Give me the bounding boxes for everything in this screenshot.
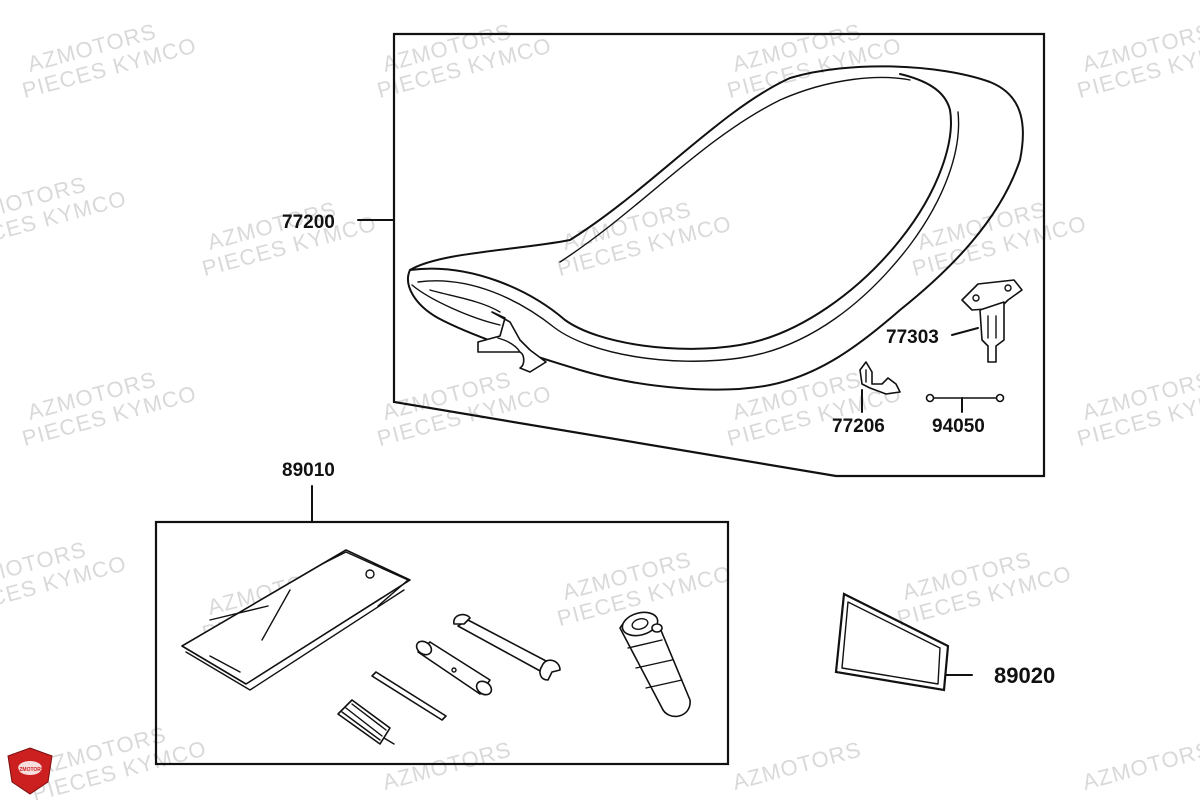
watermark: AZMOTORS bbox=[1080, 736, 1200, 794]
bolt-head bbox=[925, 393, 935, 403]
box-wrench-hole bbox=[451, 667, 457, 673]
seat-pad-edge bbox=[417, 111, 960, 362]
seat-hook-tab bbox=[477, 311, 547, 373]
watermark: AZMOTORS PIECES KYMCO bbox=[1074, 366, 1200, 451]
watermark: AZMOTORS PIECES KYMCO bbox=[909, 196, 1089, 281]
svg-text:AZMOTORS: AZMOTORS bbox=[730, 736, 864, 794]
watermark: AZMOTORS PIECES KYMCO bbox=[554, 196, 734, 281]
bracket-hole bbox=[1004, 284, 1012, 292]
manual-card bbox=[834, 592, 950, 692]
watermark: AZMOTORS PIECES KYMCO bbox=[1074, 18, 1200, 103]
seat-rim bbox=[411, 284, 501, 326]
screwdriver-grip bbox=[341, 703, 387, 741]
spark-plug-tool-drawing[interactable] bbox=[619, 609, 691, 718]
bracket-leader-line bbox=[951, 327, 979, 336]
pouch-flap bbox=[321, 551, 409, 607]
manual-card-inner bbox=[841, 601, 941, 685]
seat-outline bbox=[407, 65, 1024, 391]
seat-bracket-drawing[interactable] bbox=[961, 279, 1023, 363]
svg-text:AZMOTORS: AZMOTORS bbox=[1080, 736, 1200, 794]
pouch-snap bbox=[365, 569, 375, 579]
watermark: AZMOTORS PIECES KYMCO bbox=[0, 536, 129, 621]
watermark: AZMOTORS bbox=[730, 736, 864, 794]
svg-text:AZMOTORS: AZMOTORS bbox=[380, 736, 514, 794]
bit-shaft bbox=[371, 671, 447, 721]
part-number-hook[interactable]: 77206 bbox=[832, 416, 885, 437]
seat-rim-inner bbox=[429, 289, 501, 313]
grip-top-inner bbox=[631, 618, 649, 630]
pouch-edge bbox=[185, 589, 405, 691]
grip-side-knob bbox=[651, 623, 663, 633]
tool-kit-frame bbox=[154, 520, 730, 766]
part-number-seat[interactable]: 77200 bbox=[282, 212, 335, 233]
owners-manual-drawing[interactable] bbox=[834, 592, 950, 692]
watermark: AZMOTORS PIECES KYMCO bbox=[19, 18, 199, 103]
hook-body bbox=[859, 361, 901, 395]
azmotors-logo: AZMOTORS bbox=[7, 747, 53, 795]
tool-pouch-drawing[interactable] bbox=[181, 549, 411, 691]
seat-drawing[interactable] bbox=[407, 65, 1024, 391]
watermark: AZMOTORS PIECES KYMCO bbox=[374, 18, 554, 103]
open-wrench-body bbox=[457, 619, 549, 673]
box-wrench-drawing[interactable] bbox=[414, 638, 494, 697]
bracket-plate bbox=[961, 279, 1023, 311]
part-number-tool-kit[interactable]: 89010 bbox=[282, 460, 335, 481]
logo-text: AZMOTORS bbox=[16, 767, 45, 773]
box-wrench-end bbox=[415, 640, 433, 656]
watermark: AZMOTORS PIECES KYMCO bbox=[19, 366, 199, 451]
seat-group-frame bbox=[392, 32, 1046, 478]
bracket-arm-slot bbox=[987, 315, 997, 339]
screwdriver-drawing[interactable] bbox=[337, 699, 395, 745]
watermark: AZMOTORS PIECES KYMCO bbox=[0, 171, 129, 256]
box-wrench-end bbox=[475, 680, 493, 696]
seat-pad-line bbox=[409, 73, 952, 350]
seat-crease bbox=[559, 76, 911, 263]
grip-top bbox=[621, 611, 659, 637]
bolt-nut bbox=[995, 393, 1005, 403]
watermark: AZMOTORS PIECES KYMCO bbox=[199, 196, 379, 281]
watermark: AZMOTORS bbox=[380, 736, 514, 794]
logo-emblem bbox=[18, 761, 42, 775]
part-number-manual[interactable]: 89020 bbox=[994, 663, 1055, 688]
bracket-arm bbox=[979, 301, 1005, 363]
grip-bands bbox=[627, 639, 683, 689]
part-number-bolt[interactable]: 94050 bbox=[932, 416, 985, 437]
pouch-crease bbox=[209, 589, 291, 673]
seat-hook-detail bbox=[497, 337, 521, 353]
open-wrench-head bbox=[539, 659, 561, 681]
bolt-drawing[interactable] bbox=[925, 393, 1005, 403]
pouch-body bbox=[181, 549, 411, 685]
screwdriver-bit-drawing[interactable] bbox=[371, 671, 447, 721]
bracket-hole bbox=[972, 294, 980, 302]
screwdriver-tip bbox=[383, 737, 395, 745]
open-wrench-head bbox=[453, 613, 471, 625]
watermark: AZMOTORS PIECES KYMCO bbox=[894, 546, 1074, 631]
part-number-bracket[interactable]: 77303 bbox=[886, 327, 939, 348]
open-wrench-drawing[interactable] bbox=[453, 613, 561, 681]
seat-hook-drawing[interactable] bbox=[859, 361, 901, 395]
